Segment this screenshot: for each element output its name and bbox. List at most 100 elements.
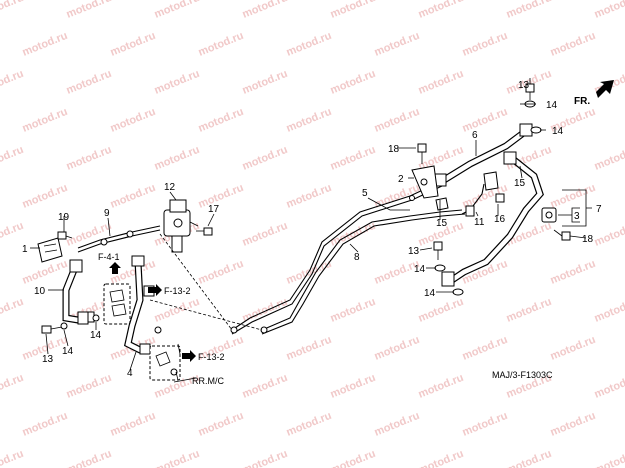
callout-5: 5 bbox=[362, 188, 368, 199]
brake-hose-6 bbox=[433, 123, 533, 187]
watermark-text: motod.ru bbox=[241, 68, 290, 97]
callout-14-mid-right: 14 bbox=[414, 264, 426, 275]
watermark-text: motod.ru bbox=[0, 0, 25, 21]
watermark-text: motod.ru bbox=[65, 68, 114, 97]
proportioning-valve bbox=[163, 199, 199, 253]
watermark-text: motod.ru bbox=[417, 296, 466, 325]
watermark-text: motod.ru bbox=[109, 410, 158, 439]
watermark-text: motod.ru bbox=[197, 182, 246, 211]
watermark-text: motod.ru bbox=[417, 372, 466, 401]
watermark-text: motod.ru bbox=[549, 258, 598, 287]
watermark-text: motod.ru bbox=[285, 30, 334, 59]
watermark-text: motod.ru bbox=[21, 106, 70, 135]
front-direction-arrow bbox=[596, 80, 614, 98]
bolt-13-left bbox=[41, 322, 68, 334]
watermark-text: motod.ru bbox=[285, 182, 334, 211]
watermark-text: motod.ru bbox=[593, 220, 625, 249]
watermark-text: motod.ru bbox=[241, 0, 290, 21]
callout-13-mid-right: 13 bbox=[408, 246, 420, 257]
callout-15-upper: 15 bbox=[436, 218, 448, 229]
watermark-text: motod.ru bbox=[21, 258, 70, 287]
callout-4: 4 bbox=[127, 368, 133, 379]
watermark-text: motod.ru bbox=[0, 144, 25, 173]
watermark-text: motod.ru bbox=[153, 448, 202, 468]
washer-14-lower-right bbox=[452, 288, 464, 296]
joint-3 bbox=[541, 207, 557, 223]
washer-14-mid bbox=[530, 126, 542, 134]
watermark-text: motod.ru bbox=[505, 296, 554, 325]
watermark-text: motod.ru bbox=[109, 30, 158, 59]
arrow-f132-lower bbox=[182, 350, 196, 362]
watermark-text: motod.ru bbox=[0, 372, 25, 401]
ref-f132-lower: F-13-2 bbox=[198, 352, 225, 362]
watermark-text: motod.ru bbox=[285, 106, 334, 135]
watermark-text: motod.ru bbox=[329, 0, 378, 21]
callout-3: 3 bbox=[574, 211, 580, 222]
watermark-text: motod.ru bbox=[373, 106, 422, 135]
callout-13-left: 13 bbox=[42, 354, 54, 365]
watermark-text: motod.ru bbox=[373, 334, 422, 363]
reference-labels: F-4-1 F-13-2 F-13-2 RR.M/C bbox=[98, 252, 225, 386]
callout-14-mid: 14 bbox=[552, 126, 564, 137]
callout-14-lower-right: 14 bbox=[424, 288, 436, 299]
clip-15-right bbox=[483, 171, 499, 191]
direction-label: FR. bbox=[574, 96, 590, 107]
watermark-text: motod.ru bbox=[593, 144, 625, 173]
watermark-text: motod.ru bbox=[197, 258, 246, 287]
watermark-text: motod.ru bbox=[109, 106, 158, 135]
callout-8: 8 bbox=[354, 252, 360, 263]
watermark-text: motod.ru bbox=[373, 410, 422, 439]
bolt-19 bbox=[57, 231, 73, 240]
watermark-text: motod.ru bbox=[329, 448, 378, 468]
watermark-text: motod.ru bbox=[241, 448, 290, 468]
bolt-17 bbox=[196, 227, 213, 236]
diagram-code: MAJ/3-F1303C bbox=[492, 370, 553, 380]
brake-hose-7 bbox=[441, 151, 544, 287]
washer-14-mid-right bbox=[434, 264, 446, 272]
watermark-text: motod.ru bbox=[549, 182, 598, 211]
callout-15-right: 15 bbox=[514, 178, 526, 189]
callout-14-upper: 14 bbox=[546, 100, 558, 111]
callout-12: 12 bbox=[164, 182, 176, 193]
caliper-bracket bbox=[92, 283, 131, 325]
watermark-text: motod.ru bbox=[329, 144, 378, 173]
watermark-text: motod.ru bbox=[65, 144, 114, 173]
watermark-text: motod.ru bbox=[549, 30, 598, 59]
watermark-text: motod.ru bbox=[549, 334, 598, 363]
watermark-text: motod.ru bbox=[373, 30, 422, 59]
watermark-text: motod.ru bbox=[593, 372, 625, 401]
ref-f132-upper: F-13-2 bbox=[164, 286, 191, 296]
watermark-text: motod.ru bbox=[329, 296, 378, 325]
callout-19: 19 bbox=[58, 212, 70, 223]
callout-16: 16 bbox=[494, 214, 506, 225]
watermark-text: motod.ru bbox=[241, 144, 290, 173]
bolt-18-upper bbox=[417, 143, 427, 164]
watermark-text: motod.ru bbox=[593, 296, 625, 325]
watermark-text: motod.ru bbox=[0, 296, 25, 325]
watermark-text: motod.ru bbox=[197, 410, 246, 439]
callout-9: 9 bbox=[104, 208, 110, 219]
watermark-text: motod.ru bbox=[285, 334, 334, 363]
watermark-text: motod.ru bbox=[329, 220, 378, 249]
callout-18-lower: 18 bbox=[582, 234, 594, 245]
watermark-text: motod.ru bbox=[461, 410, 510, 439]
watermark-text: motod.ru bbox=[505, 0, 554, 21]
watermark-text: motod.ru bbox=[109, 182, 158, 211]
watermark-text: motod.ru bbox=[461, 106, 510, 135]
watermark-text: motod.ru bbox=[197, 30, 246, 59]
watermark-text: motod.ru bbox=[593, 448, 625, 468]
callout-10: 10 bbox=[34, 286, 46, 297]
watermark-text: motod.ru bbox=[505, 448, 554, 468]
watermark-text: motod.ru bbox=[0, 448, 25, 468]
callout-1: 1 bbox=[22, 244, 28, 255]
watermark-text: motod.ru bbox=[153, 296, 202, 325]
watermark-text: motod.ru bbox=[285, 410, 334, 439]
brake-pipe-assembly bbox=[77, 181, 485, 335]
watermark-text: motod.ru bbox=[461, 334, 510, 363]
arrow-f41-up bbox=[109, 262, 121, 274]
callout-2: 2 bbox=[398, 174, 404, 185]
watermark-text: motod.ru bbox=[593, 0, 625, 21]
callout-11: 11 bbox=[474, 217, 485, 228]
watermark-text: motod.ru bbox=[461, 30, 510, 59]
callout-17: 17 bbox=[208, 204, 220, 215]
